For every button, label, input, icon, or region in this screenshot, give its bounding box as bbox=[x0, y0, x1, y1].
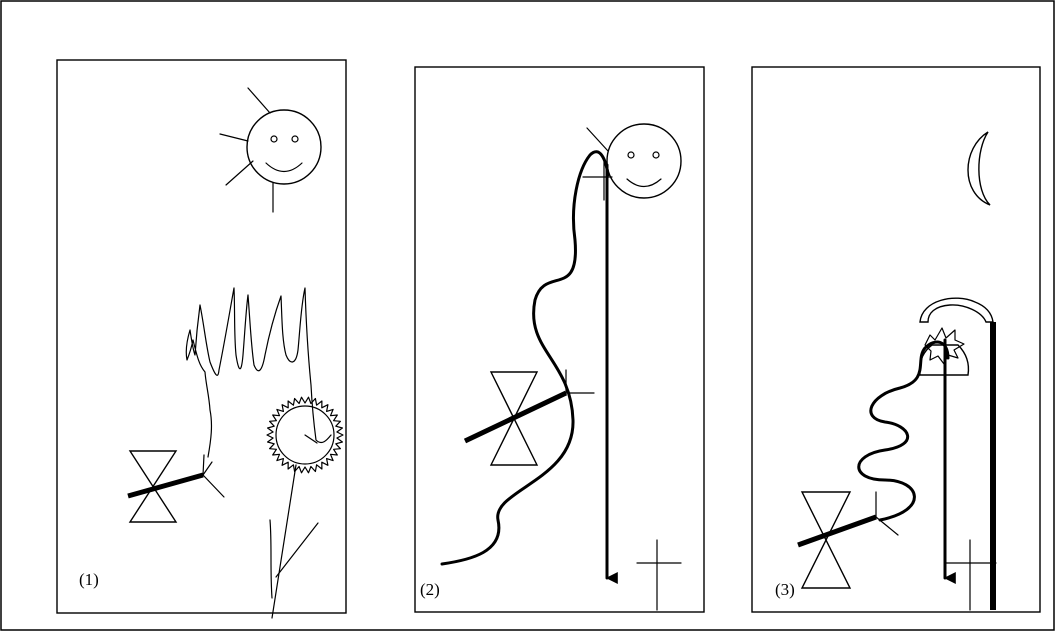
panel-2: (2) bbox=[414, 66, 705, 613]
panel-3: (3) bbox=[751, 66, 1041, 613]
panel-3-border bbox=[751, 66, 1041, 613]
hourglass-icon bbox=[127, 450, 225, 523]
panel-1-border bbox=[56, 59, 347, 614]
sun-icon bbox=[219, 87, 322, 213]
spiral-path bbox=[857, 340, 950, 522]
hourglass-icon bbox=[797, 491, 899, 589]
fire-drawing bbox=[185, 287, 332, 458]
clock-hand bbox=[304, 434, 318, 444]
clock-icon bbox=[266, 396, 344, 474]
hook-drawing bbox=[919, 297, 994, 323]
moon-icon bbox=[967, 131, 991, 206]
panel-1: (1) bbox=[56, 59, 347, 619]
panel-2-border bbox=[414, 66, 705, 613]
panel-3-label: (3) bbox=[775, 580, 795, 599]
cross-icon bbox=[636, 539, 682, 611]
panel-1-label: (1) bbox=[79, 570, 99, 589]
wavy-path bbox=[440, 150, 610, 566]
cross-icon bbox=[945, 539, 997, 611]
panel-2-label: (2) bbox=[420, 580, 440, 599]
hourglass-icon bbox=[463, 369, 595, 466]
plant-drawing bbox=[269, 464, 319, 619]
